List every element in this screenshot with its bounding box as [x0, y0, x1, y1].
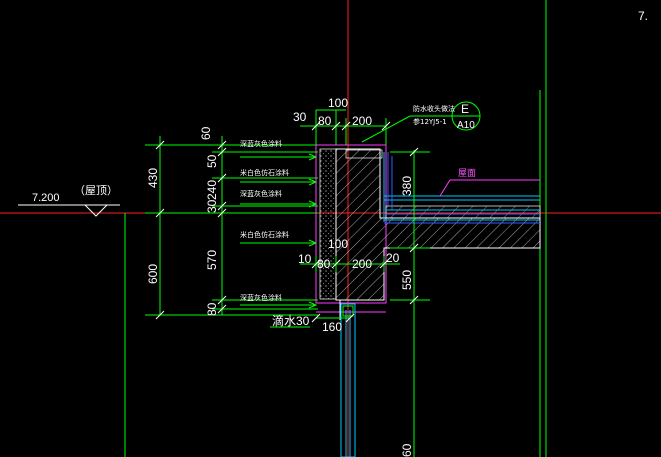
dim-left-80: 80	[205, 302, 219, 316]
dim-left-240: 240	[205, 180, 219, 200]
material-label-3: 深蓝灰色涂料	[240, 189, 282, 198]
dim-mid-80: 80	[317, 257, 331, 271]
detail-note-2: 参12YJ5-1	[413, 117, 447, 126]
material-label-2: 米白色仿石涂料	[240, 168, 289, 177]
detail-sheet: A10	[457, 120, 475, 131]
dim-top-80: 80	[318, 114, 332, 128]
dim-right-550: 550	[400, 270, 414, 290]
dim-bottom-160: 160	[322, 320, 342, 334]
level-name: （屋顶）	[74, 184, 118, 197]
dim-mid-200: 200	[352, 257, 372, 271]
drip-label: 滴水30	[272, 313, 310, 328]
right-dimension-chain	[390, 147, 430, 457]
dim-left-430: 430	[146, 168, 160, 188]
dim-left-50: 50	[205, 154, 219, 168]
detail-note-1: 防水收头做法	[413, 104, 455, 113]
dim-right-380: 380	[400, 176, 414, 196]
dim-top-200: 200	[352, 114, 372, 128]
level-marker	[18, 204, 120, 217]
detail-ref-bubble	[361, 101, 481, 143]
material-label-5: 深蓝灰色涂料	[240, 293, 282, 302]
parapet-section	[315, 144, 541, 320]
level-value: 7.200	[32, 192, 60, 204]
detail-letter: E	[461, 102, 469, 116]
dim-mid-20: 20	[386, 251, 400, 265]
roof-layers	[383, 152, 541, 224]
dim-right-60: 60	[400, 443, 414, 457]
dim-left-60: 60	[199, 126, 213, 140]
top-dimension-chain	[300, 109, 391, 145]
material-label-1: 深蓝灰色涂料	[240, 139, 282, 148]
mid-dimension-chain	[300, 256, 400, 272]
dim-left-600: 600	[146, 264, 160, 284]
dim-left-570: 570	[205, 250, 219, 270]
bottom-dimension	[311, 313, 355, 323]
dim-top-30: 30	[293, 110, 307, 124]
corner-label: 7.	[638, 9, 648, 23]
material-leaders	[240, 153, 318, 309]
window-frame	[340, 303, 356, 457]
material-label-4: 米白色仿石涂料	[240, 230, 289, 239]
roof-label: 屋面	[458, 168, 476, 179]
dim-left-30: 30	[205, 199, 219, 213]
left-dimension-chain	[124, 136, 318, 457]
roof-label-leader-2	[439, 179, 451, 197]
dim-top-100: 100	[328, 96, 348, 110]
dim-mid-10: 10	[298, 252, 312, 266]
dim-mid-100: 100	[328, 237, 348, 251]
